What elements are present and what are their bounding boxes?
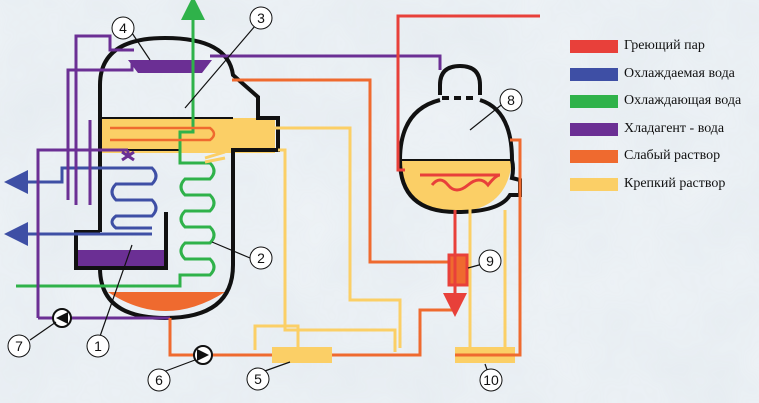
callout-7: 7 [7,334,31,358]
legend-label: Охлаждающая вода [624,93,742,108]
callout-3: 3 [249,6,273,30]
svg-text:6: 6 [155,372,163,388]
legend-label: Слабый раствор [624,148,721,163]
legend-label: Крепкий раствор [624,175,726,191]
heating-steam-circuit [396,14,540,317]
weak-solution-pool [108,292,225,311]
legend-item-strong-solution: Крепкий раствор [562,176,752,204]
heat-exchanger-5 [272,347,332,363]
callout-10: 10 [479,368,503,392]
svg-text:3: 3 [257,10,265,26]
pump-6 [193,345,213,365]
strong-solution-pool [100,118,275,153]
svg-text:1: 1 [94,338,102,354]
callout-8: 8 [499,88,523,112]
svg-text:7: 7 [15,338,23,354]
refrigerant-circuit [36,34,442,320]
legend-item-heating-steam: Греющий пар [562,38,752,66]
refrigerant-pan [75,250,167,268]
legend-label: Греющий пар [624,38,705,53]
legend-item-weak-solution: Слабый раствор [562,148,752,176]
legend-swatch [570,122,618,136]
chilled-water-circuit [4,166,158,246]
callout-9: 9 [478,249,502,273]
legend-item-cooling-water: Охлаждающая вода [562,93,752,121]
legend-swatch [570,177,618,191]
callout-1: 1 [86,334,110,358]
number-callouts: 1 2 3 4 5 6 7 8 9 10 [7,6,523,392]
svg-text:2: 2 [257,250,265,266]
svg-text:8: 8 [507,92,515,108]
svg-text:9: 9 [486,253,494,269]
callout-2: 2 [249,246,273,270]
svg-text:4: 4 [119,20,127,36]
legend-label: Охлаждаемая вода [624,65,735,81]
generator-shell [397,98,522,215]
pump-7 [52,308,72,328]
legend-item-refrigerant: Хладагент - вода [562,121,752,149]
cooling-water-circuit [16,0,216,288]
svg-text:10: 10 [483,372,499,388]
callout-5: 5 [246,367,270,391]
callout-4: 4 [111,16,135,40]
legend-swatch [570,150,618,163]
legend-swatch [570,67,618,81]
legend: Греющий пар Охлаждаемая вода Охлаждающая… [562,38,752,203]
condenser-tray [128,60,212,73]
main-vessel-shell [98,35,280,321]
generator-vessel [397,63,522,215]
svg-text:5: 5 [254,371,262,387]
legend-label: Хладагент - вода [624,120,725,136]
legend-item-chilled-water: Охлаждаемая вода [562,66,752,94]
main-vessel [74,35,280,321]
callout-6: 6 [147,368,171,392]
legend-swatch [570,40,618,53]
legend-swatch [570,95,618,108]
leader-lines [29,25,506,379]
valve-9 [447,253,469,287]
